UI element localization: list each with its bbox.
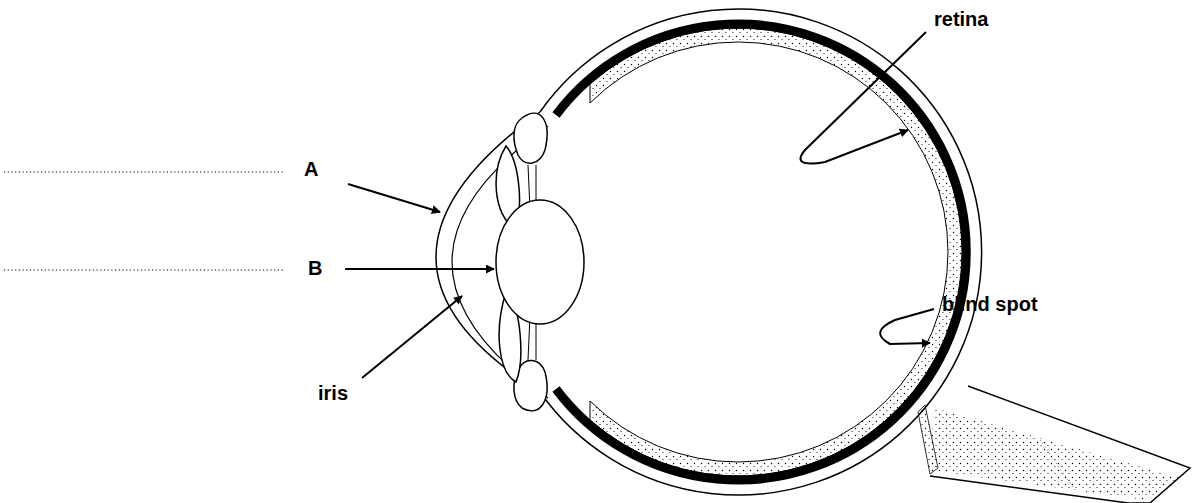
part-label: B	[308, 257, 322, 279]
nerve-texture	[1040, 440, 1075, 490]
answer-line	[4, 171, 283, 172]
lens	[496, 200, 584, 324]
leader-arrow	[348, 184, 440, 212]
leader-arrow	[362, 296, 462, 378]
leader-arrow	[880, 309, 934, 344]
blind-spot-area	[918, 405, 938, 474]
optic-nerve-fibres	[928, 408, 1180, 500]
part-label: retina	[934, 8, 988, 30]
part-label: A	[304, 158, 318, 180]
part-label: iris	[318, 382, 348, 404]
ciliary-body	[514, 113, 547, 163]
part-label: blind spot	[942, 293, 1038, 315]
answer-line	[4, 269, 283, 270]
leader-arrow	[801, 32, 927, 164]
sclera	[540, 9, 982, 495]
retina-layer	[590, 28, 962, 476]
choroid	[556, 24, 966, 480]
leader-arrow	[345, 268, 494, 270]
